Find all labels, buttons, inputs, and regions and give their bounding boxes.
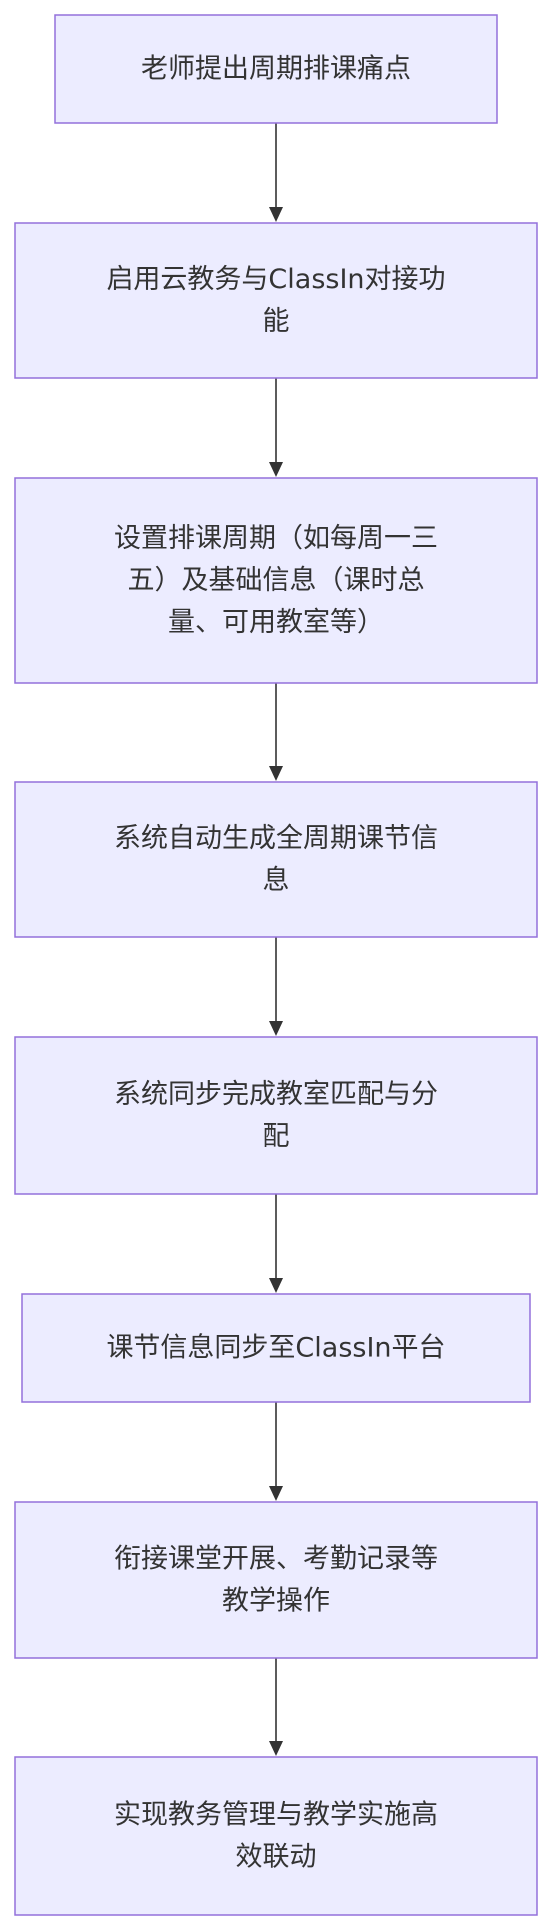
flow-node-label: 能 xyxy=(263,306,290,337)
arrowhead-icon xyxy=(269,462,283,477)
flow-node-6: 课节信息同步至ClassIn平台 xyxy=(21,1293,531,1403)
arrowhead-icon xyxy=(269,1486,283,1501)
arrowhead-icon xyxy=(269,1021,283,1036)
flow-node-label: 课节信息同步至ClassIn平台 xyxy=(106,1333,445,1364)
flow-edge-6 xyxy=(269,1402,283,1501)
flow-edge-5 xyxy=(269,1194,283,1293)
flow-edge-3 xyxy=(269,683,283,781)
flow-node-1: 老师提出周期排课痛点 xyxy=(54,14,498,124)
flow-node-label: 启用云教务与ClassIn对接功 xyxy=(106,264,445,295)
flow-node-box xyxy=(14,1756,538,1916)
edges-layer xyxy=(269,123,283,1756)
flow-node-box xyxy=(14,781,538,938)
arrowhead-icon xyxy=(269,766,283,781)
flow-node-box xyxy=(54,14,498,124)
flow-node-label: 教学操作 xyxy=(222,1586,330,1617)
flow-node-label: 衔接课堂开展、考勤记录等 xyxy=(114,1544,438,1575)
flow-edge-7 xyxy=(269,1658,283,1756)
flow-edge-4 xyxy=(269,937,283,1036)
flow-node-label: 老师提出周期排课痛点 xyxy=(141,54,411,85)
flow-node-label: 配 xyxy=(263,1121,290,1152)
flow-node-label: 设置排课周期（如每周一三 xyxy=(114,523,438,554)
flow-edge-2 xyxy=(269,378,283,477)
flow-node-label: 系统同步完成教室匹配与分 xyxy=(114,1079,438,1110)
flow-node-label: 息 xyxy=(263,865,290,896)
flow-edge-1 xyxy=(269,123,283,222)
arrowhead-icon xyxy=(269,207,283,222)
flow-node-label: 效联动 xyxy=(236,1842,317,1873)
flow-node-label: 五）及基础信息（课时总 xyxy=(128,565,425,596)
flow-node-label: 实现教务管理与教学实施高 xyxy=(114,1800,438,1831)
flow-node-box xyxy=(21,1293,531,1403)
flow-node-box xyxy=(14,222,538,379)
flow-node-box xyxy=(14,1036,538,1195)
flow-node-box xyxy=(14,477,538,684)
flow-node-box xyxy=(14,1501,538,1659)
arrowhead-icon xyxy=(269,1741,283,1756)
nodes-layer: 老师提出周期排课痛点启用云教务与ClassIn对接功能设置排课周期（如每周一三五… xyxy=(14,14,538,1916)
flow-node-label: 系统自动生成全周期课节信 xyxy=(114,823,438,854)
flow-node-label: 量、可用教室等） xyxy=(168,607,384,638)
arrowhead-icon xyxy=(269,1278,283,1293)
